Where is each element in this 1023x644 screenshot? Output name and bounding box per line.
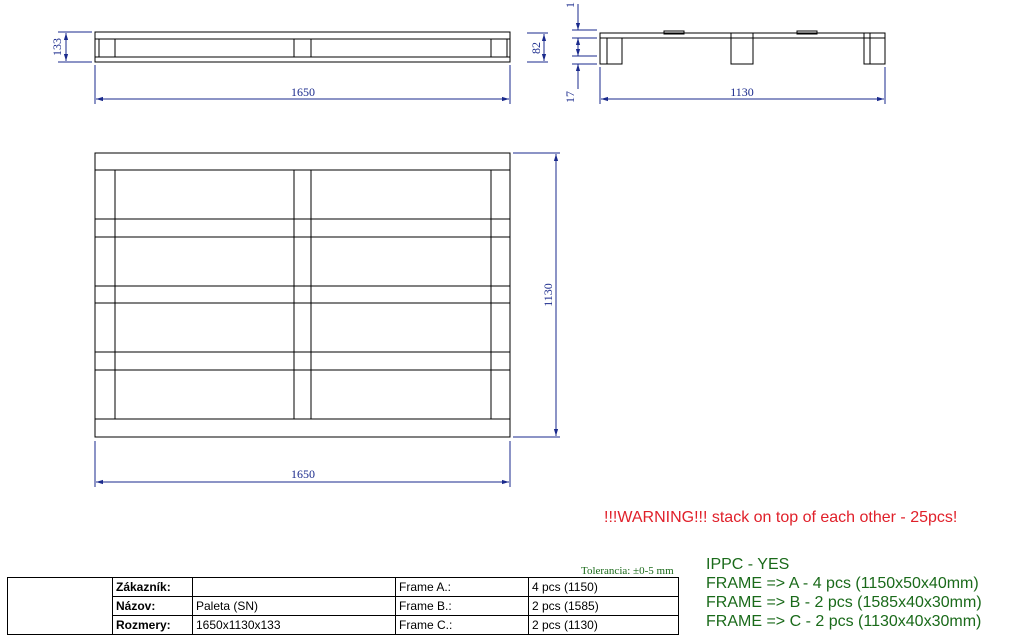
side-top-label: 1 [563,2,577,8]
title-block-logo-cell [7,577,113,635]
side-view-block-right [863,32,886,65]
frame-a-label: Frame A.: [395,577,529,597]
front-view [94,31,511,63]
frame-note: FRAME => C - 2 pcs (1130x40x30mm) [706,613,982,630]
side-view-block-middle [730,32,754,65]
notes-block: IPPC - YES FRAME => A - 4 pcs (1150x50x4… [706,555,982,631]
frame-a-value: 4 pcs (1150) [528,577,679,597]
side-view-block-left [599,37,623,65]
top-view-outline [94,152,511,438]
top-length-label: 1650 [291,467,315,481]
customer-value [192,577,396,597]
dimensions-value: 1650x1130x133 [192,615,396,635]
frame-c-label: Frame C.: [395,615,529,635]
top-view-dimensions [94,152,560,487]
title-block-row: Zákazník: Frame A.: 4 pcs (1150) [7,577,679,635]
name-label: Názov: [112,596,193,616]
front-view-block-left [98,38,116,58]
side-width-label: 1130 [730,85,754,99]
tolerance-text: Tolerancia: ±0-5 mm [581,565,674,577]
side-view-top-deck [599,32,886,39]
side-bottom-label: 17 [563,91,577,103]
side-view [599,30,886,65]
front-height-label: 133 [50,38,64,56]
top-view [94,152,511,438]
warning-text: !!!WARNING!!! stack on top of each other… [604,509,958,526]
side-block-label: 82 [529,42,543,54]
title-block-row: Názov: Paleta (SN) Frame B.: 2 pcs (1585… [8,596,679,616]
top-width-label: 1130 [541,283,555,307]
name-value: Paleta (SN) [192,596,396,616]
front-view-dimensions [58,31,511,104]
frame-c-value: 2 pcs (1130) [528,615,679,635]
ippc-note: IPPC - YES [706,556,790,573]
frame-note: FRAME => B - 2 pcs (1585x40x30mm) [706,594,982,611]
front-view-block-right [490,38,508,58]
frame-note: FRAME => A - 4 pcs (1150x50x40mm) [706,575,979,592]
frame-b-label: Frame B.: [395,596,529,616]
front-view-block-middle [293,38,312,58]
front-length-label: 1650 [291,85,315,99]
dimensions-label: Rozmery: [112,615,193,635]
customer-label: Zákazník: [112,577,193,597]
side-view-dimensions [527,4,886,104]
title-block-row: Rozmery: 1650x1130x133 Frame C.: 2 pcs (… [8,615,679,635]
front-view-outline [94,31,511,63]
title-block: Zákazník: Frame A.: 4 pcs (1150) Názov: … [7,577,679,635]
frame-b-value: 2 pcs (1585) [528,596,679,616]
